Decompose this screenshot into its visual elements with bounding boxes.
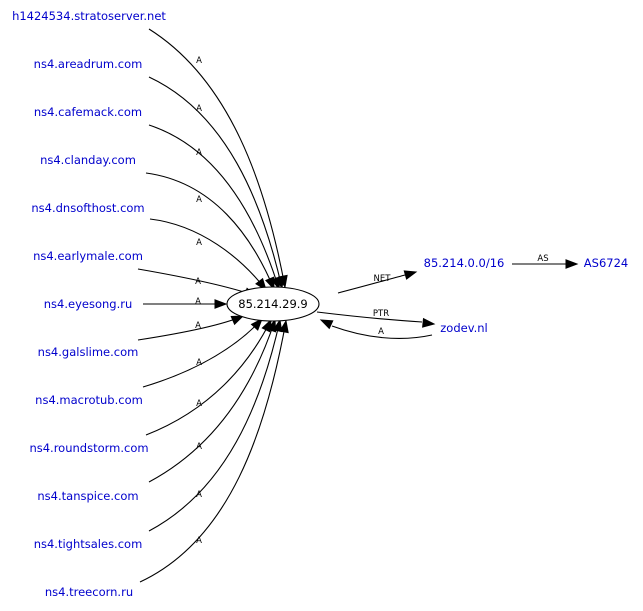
as-node[interactable]: AS6724: [584, 256, 628, 270]
edge-a-arrowhead-11: [272, 318, 283, 333]
center-node[interactable]: 85.214.29.9: [226, 286, 320, 322]
nameserver-node-3[interactable]: ns4.clanday.com: [40, 153, 136, 167]
edge-ptr-back-arrowhead: [319, 319, 334, 330]
nameserver-node-6[interactable]: ns4.eyesong.ru: [44, 297, 133, 311]
nameserver-node-7[interactable]: ns4.galslime.com: [38, 345, 139, 359]
nameserver-node-0[interactable]: h1424534.stratoserver.net: [12, 9, 166, 23]
edge-label-as: AS: [537, 254, 548, 264]
edge-a-7: [137, 315, 244, 341]
edge-label-net: NET: [374, 274, 392, 284]
nameserver-node-8[interactable]: ns4.macrotub.com: [35, 393, 143, 407]
edge-label-a-12: A: [196, 536, 202, 546]
edge-net-arrowhead: [403, 270, 418, 280]
edge-a-10: [148, 319, 276, 483]
nameserver-node-9[interactable]: ns4.roundstorm.com: [29, 441, 148, 455]
edge-a-12: [139, 320, 287, 583]
nameserver-node-10[interactable]: ns4.tanspice.com: [37, 489, 138, 503]
edge-label-a-6: A: [195, 297, 201, 307]
edge-a-arrowhead-6: [214, 299, 228, 309]
edge-label-a-3: A: [196, 195, 202, 205]
edge-ptr-back: [331, 325, 433, 339]
edge-ptr: [316, 311, 423, 323]
edge-label-a-4: A: [196, 238, 202, 248]
center-node-label: 85.214.29.9: [238, 297, 308, 311]
nameserver-node-4[interactable]: ns4.dnsofthost.com: [31, 201, 144, 215]
nameserver-node-11[interactable]: ns4.tightsales.com: [34, 537, 143, 551]
edge-a-0: [148, 28, 286, 288]
edge-a-4: [149, 218, 267, 291]
edge-a-11: [148, 319, 281, 532]
edge-label-ptr: PTR: [373, 309, 389, 319]
edge-label-a-8: A: [196, 358, 202, 368]
edge-a-arrowhead-8: [250, 317, 263, 331]
edge-label-a-7: A: [195, 321, 201, 331]
edge-label-ptr-back: A: [378, 327, 384, 337]
edge-label-a-2: A: [196, 148, 202, 158]
edge-a-8: [142, 318, 263, 388]
nodes-layer: h1424534.stratoserver.net ns4.areadrum.co…: [12, 9, 628, 599]
nameserver-node-12[interactable]: ns4.treecorn.ru: [45, 585, 133, 599]
nameserver-node-1[interactable]: ns4.areadrum.com: [34, 57, 143, 71]
edge-label-a-5: A: [195, 277, 201, 287]
edge-a-3: [145, 172, 275, 290]
edge-a-arrowhead-7: [230, 315, 245, 326]
edge-label-a-11: A: [196, 490, 202, 500]
edge-label-a-10: A: [196, 442, 202, 452]
edge-net: [337, 274, 406, 294]
nameserver-node-2[interactable]: ns4.cafemack.com: [34, 105, 142, 119]
edge-a-1: [148, 76, 283, 289]
net-node[interactable]: 85.214.0.0/16: [424, 256, 505, 270]
edge-label-a-0: A: [196, 56, 202, 66]
edge-label-a-1: A: [196, 104, 202, 114]
edge-as-arrowhead: [565, 259, 579, 269]
edge-a-arrowhead-12: [279, 319, 289, 334]
edge-a-arrowhead-3: [265, 276, 275, 291]
edge-a-9: [145, 319, 272, 436]
ptr-node[interactable]: zodev.nl: [440, 321, 488, 335]
center-node-ellipse: [226, 286, 320, 322]
edge-a-2: [148, 124, 280, 290]
nameserver-node-5[interactable]: ns4.earlymale.com: [33, 249, 143, 263]
edge-ptr-arrowhead: [422, 317, 436, 328]
edge-label-a-9: A: [196, 399, 202, 409]
